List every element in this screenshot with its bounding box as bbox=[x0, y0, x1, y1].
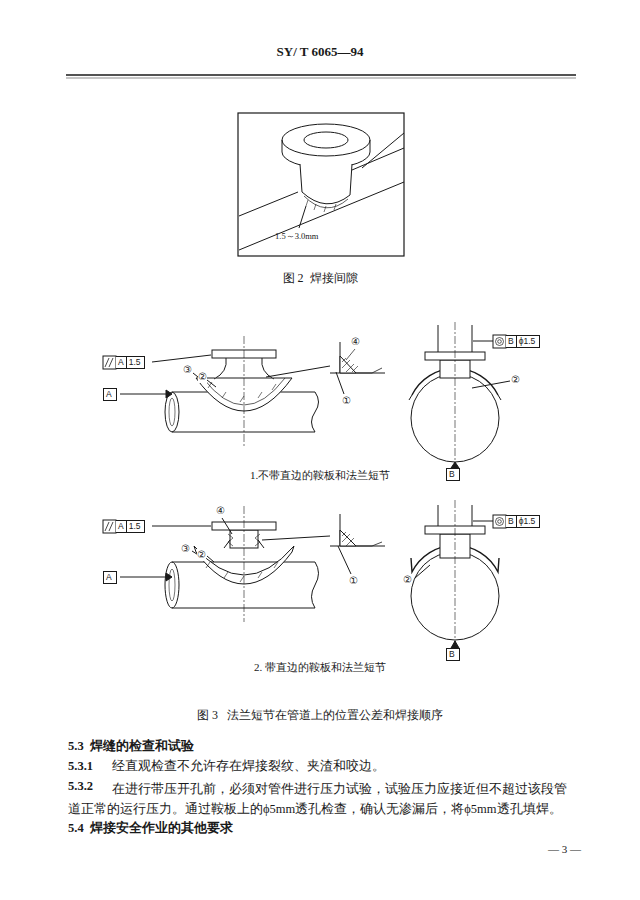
datum-letter: B bbox=[506, 336, 516, 347]
tolerance-frame: A1.5 bbox=[116, 520, 145, 533]
datum-letter: A bbox=[116, 357, 126, 368]
tolerance-frame: Bϕ1.5 bbox=[506, 515, 540, 528]
subfigure-caption: 2. 带直边的鞍板和法兰短节 bbox=[254, 661, 386, 674]
datum-letter: B bbox=[447, 469, 457, 480]
datum-letter: A bbox=[116, 521, 126, 532]
datum-letter: B bbox=[447, 649, 457, 660]
clause-number: 5.3.2 bbox=[68, 779, 93, 794]
callout-number: ② bbox=[403, 574, 412, 586]
tolerance-value: ϕ1.5 bbox=[516, 516, 538, 527]
callout-number: ② bbox=[511, 374, 520, 386]
datum-letter: A bbox=[104, 572, 114, 583]
callout-number: ① bbox=[342, 395, 351, 407]
tolerance-value: 1.5 bbox=[126, 357, 143, 368]
callout-number: ③ bbox=[181, 543, 190, 555]
datum-letter: A bbox=[104, 389, 114, 400]
datum-box: A bbox=[103, 571, 117, 584]
subfigure-caption: 1.不带直边的鞍板和法兰短节 bbox=[250, 469, 390, 482]
callout-number: ③ bbox=[183, 364, 192, 376]
datum-box: B bbox=[446, 648, 460, 661]
clause-text: 经直观检查不允许存在焊接裂纹、夹渣和咬边。 bbox=[112, 759, 385, 774]
figure-caption: 图 3 法兰短节在管道上的位置公差和焊接顺序 bbox=[197, 708, 443, 722]
clause-number: 5.3.1 bbox=[68, 759, 93, 774]
flange-saddle-front-view-2 bbox=[103, 506, 385, 622]
section-heading: 5.3 焊缝的检查和试验 bbox=[68, 739, 194, 754]
tolerance-frame: A1.5 bbox=[116, 356, 145, 369]
flange-saddle-front-view-1 bbox=[103, 336, 385, 448]
dimension-label: 1.5～3.0mm bbox=[275, 231, 318, 241]
running-header: SY/ T 6065—94 bbox=[277, 44, 364, 60]
callout-number: ② bbox=[197, 549, 206, 561]
section-heading: 5.4 焊接安全作业的其他要求 bbox=[68, 821, 233, 836]
callout-number: ④ bbox=[216, 505, 225, 517]
callout-number: ② bbox=[198, 371, 207, 383]
callout-number: ④ bbox=[351, 336, 360, 348]
callout-number: ① bbox=[349, 575, 358, 587]
datum-box: A bbox=[103, 388, 117, 401]
flange-saddle-side-view-2 bbox=[411, 500, 506, 648]
header-rule bbox=[66, 75, 576, 78]
flange-saddle-side-view-1 bbox=[409, 322, 510, 468]
tolerance-frame: Bϕ1.5 bbox=[506, 335, 540, 348]
page-number: — 3 — bbox=[548, 843, 581, 856]
tolerance-value: ϕ1.5 bbox=[516, 336, 538, 347]
datum-box: B bbox=[446, 468, 460, 481]
figure-caption: 图 2 焊接间隙 bbox=[283, 271, 358, 285]
weld-gap-figure bbox=[238, 113, 404, 256]
tolerance-value: 1.5 bbox=[126, 521, 143, 532]
clause-text: 在进行带压开孔前，必须对管件进行压力试验，试验压力应接近但不超过该段管道正常的运… bbox=[68, 779, 574, 819]
datum-letter: B bbox=[506, 516, 516, 527]
